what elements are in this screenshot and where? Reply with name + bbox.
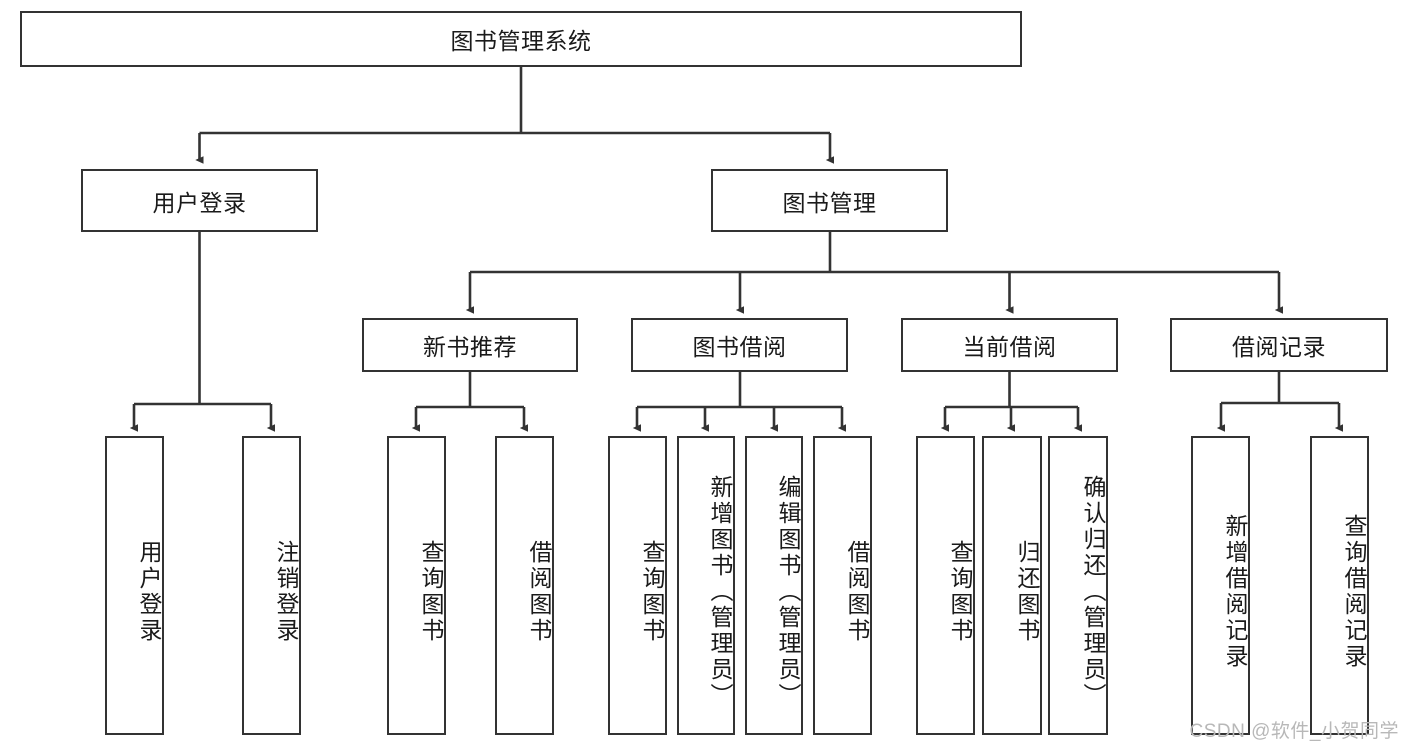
node-user-login[interactable]: 用户登录: [81, 169, 318, 232]
leaf-recommend-borrow-book[interactable]: 借阅图书: [495, 436, 554, 735]
node-current-borrow[interactable]: 当前借阅: [901, 318, 1118, 372]
leaf-user-login-logout[interactable]: 注销登录: [242, 436, 301, 735]
leaf-borrow-query-book[interactable]: 查询图书: [608, 436, 667, 735]
leaf-record-query-record[interactable]: 查询借阅记录: [1310, 436, 1369, 735]
leaf-borrow-add-book-admin[interactable]: 新增图书（管理员）: [677, 436, 735, 735]
leaf-current-confirm-return-admin[interactable]: 确认归还（管理员）: [1048, 436, 1108, 735]
leaf-user-login-login[interactable]: 用户登录: [105, 436, 164, 735]
leaf-current-return-book[interactable]: 归还图书: [982, 436, 1042, 735]
leaf-borrow-borrow-book[interactable]: 借阅图书: [813, 436, 872, 735]
node-root-system[interactable]: 图书管理系统: [20, 11, 1022, 67]
leaf-record-add-record[interactable]: 新增借阅记录: [1191, 436, 1250, 735]
csdn-watermark: CSDN @软件_小贺同学: [1189, 721, 1399, 742]
node-borrow-record[interactable]: 借阅记录: [1170, 318, 1388, 372]
node-book-management[interactable]: 图书管理: [711, 169, 948, 232]
node-book-borrow[interactable]: 图书借阅: [631, 318, 848, 372]
node-new-book-recommend[interactable]: 新书推荐: [362, 318, 578, 372]
leaf-current-query-book[interactable]: 查询图书: [916, 436, 975, 735]
leaf-recommend-query-book[interactable]: 查询图书: [387, 436, 446, 735]
leaf-borrow-edit-book-admin[interactable]: 编辑图书（管理员）: [745, 436, 803, 735]
